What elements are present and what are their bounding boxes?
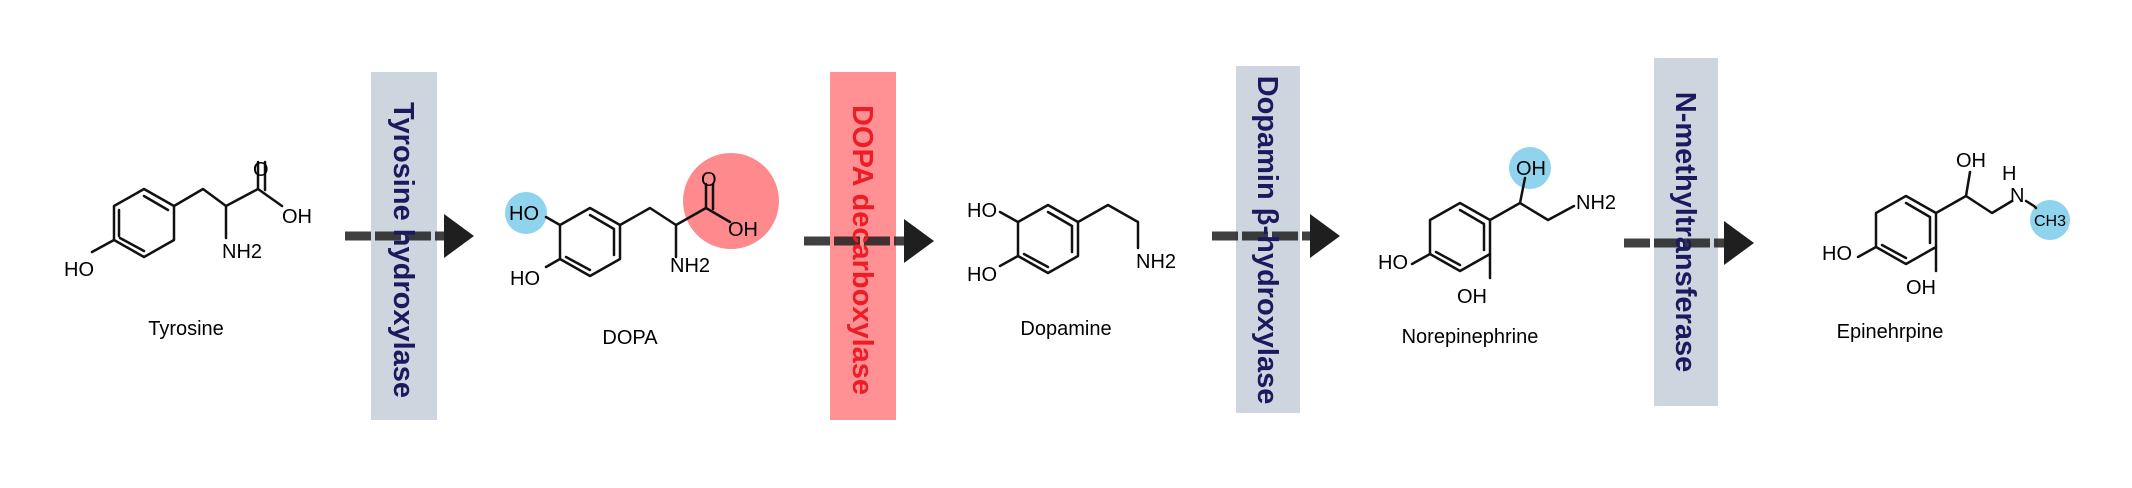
tyrosine-carbonyl-o-label: O	[253, 159, 269, 181]
norepinephrine-oh-ring-label: OH	[1457, 286, 1487, 308]
enzyme-label-1: Tyrosine hydroxylase	[387, 102, 419, 398]
dopa-name: DOPA	[602, 327, 658, 349]
enzyme-box-4	[1654, 58, 1718, 406]
dopa-ho-top-label: HO	[509, 203, 539, 225]
reaction-arrow-3-head	[1310, 214, 1340, 258]
step-4: N-methyltransferase	[1624, 58, 1754, 406]
dopa-carbonyl-o-label: O	[701, 169, 717, 191]
epinephrine-n-label: N	[2010, 185, 2024, 207]
tyrosine-nh2-label: NH2	[222, 241, 262, 263]
molecule-dopamine: HO HO NH2 Dopamine	[967, 200, 1176, 340]
enzyme-label-2: DOPA decarboxylase	[846, 105, 878, 395]
tyrosine-oh-label: HO	[64, 259, 94, 281]
enzyme-box-1	[371, 72, 437, 420]
dopamine-name: Dopamine	[1020, 318, 1111, 340]
norepinephrine-ho-label: HO	[1378, 252, 1408, 274]
epinephrine-ch3-label: CH3	[2034, 213, 2066, 230]
molecule-epinephrine: OH H N CH3 HO OH Epinehrpine	[1822, 150, 2070, 343]
norepinephrine-hydroxyl-highlight	[1509, 147, 1551, 189]
molecule-dopa: HO HO O OH NH2 DOPA	[505, 153, 779, 349]
dopamine-ho-bottom-label: HO	[967, 264, 997, 286]
dopa-nh2-label: NH2	[670, 255, 710, 277]
norepinephrine-nh2-label: NH2	[1576, 192, 1616, 214]
dopa-hydroxyl-highlight	[505, 192, 547, 234]
dopamine-ho-top-label: HO	[967, 200, 997, 222]
dopamine-structure: HO HO NH2	[967, 200, 1176, 286]
dopa-ho-bottom-label: HO	[510, 268, 540, 290]
step-1: Tyrosine hydroxylase	[345, 72, 474, 420]
epinephrine-nh-h-label: H	[2002, 163, 2016, 185]
reaction-arrow-4-head	[1724, 221, 1754, 265]
tyrosine-structure: HO O OH NH2	[64, 159, 312, 281]
step-3: Dopamin β-hydroxylase	[1212, 66, 1340, 413]
step-2: DOPA decarboxylase	[804, 72, 934, 420]
epinephrine-methyl-highlight	[2030, 200, 2070, 240]
dopamine-nh2-label: NH2	[1136, 251, 1176, 273]
norepinephrine-structure: OH NH2 HO OH	[1378, 158, 1616, 308]
enzyme-box-2	[830, 72, 896, 420]
epinephrine-oh-label: OH	[1956, 150, 1986, 172]
dopa-carboxyl-highlight	[683, 153, 779, 249]
reaction-arrow-1-head	[444, 214, 474, 258]
tyrosine-carboxyl-oh-label: OH	[282, 206, 312, 228]
epinephrine-name: Epinehrpine	[1837, 321, 1944, 343]
dopa-structure: HO HO O OH NH2	[509, 169, 758, 290]
enzyme-label-3: Dopamin β-hydroxylase	[1251, 76, 1283, 405]
enzyme-label-4: N-methyltransferase	[1669, 92, 1701, 372]
epinephrine-ho-label: HO	[1822, 243, 1852, 265]
molecule-tyrosine: HO O OH NH2 Tyrosine	[64, 159, 312, 340]
epinephrine-oh-ring-label: OH	[1906, 277, 1936, 299]
norepinephrine-oh-label: OH	[1516, 158, 1546, 180]
epinephrine-structure: OH H N CH3 HO OH	[1822, 150, 2066, 299]
norepinephrine-name: Norepinephrine	[1402, 326, 1539, 348]
molecule-norepinephrine: OH NH2 HO OH Norepinephrine	[1378, 147, 1616, 348]
dopa-carboxyl-oh-label: OH	[728, 219, 758, 241]
reaction-arrow-2-head	[904, 219, 934, 263]
tyrosine-name: Tyrosine	[148, 318, 224, 340]
